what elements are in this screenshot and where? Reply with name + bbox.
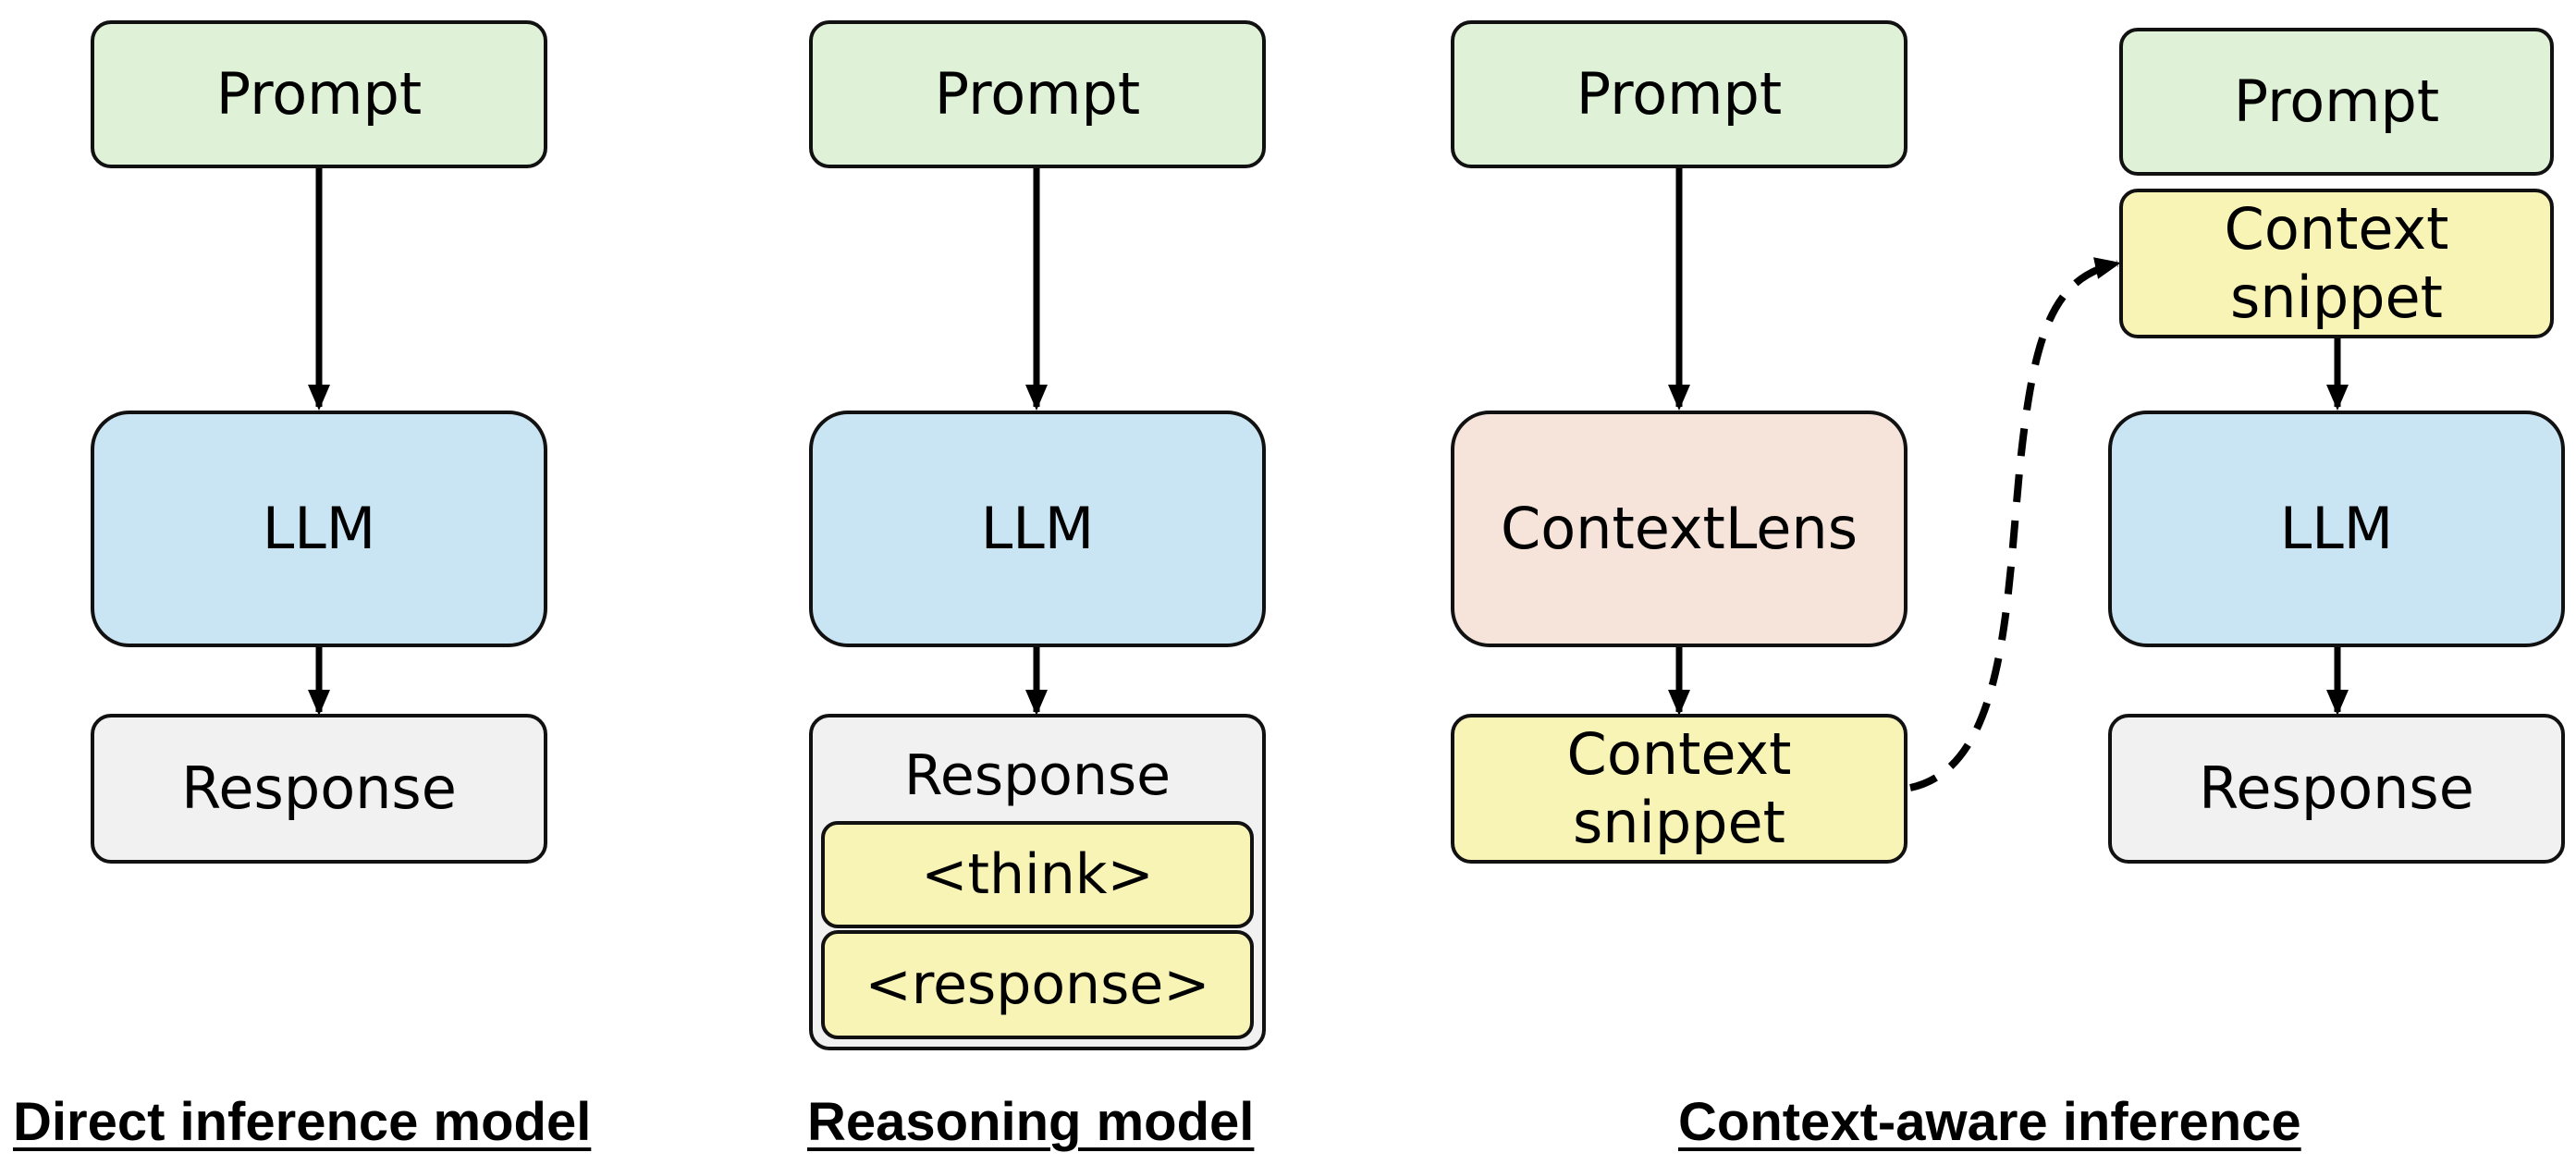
response-tag-box: <response> [821,930,1254,1039]
direct-prompt-label: Prompt [215,59,423,128]
right-context-snippet-line2: snippet [2230,264,2443,331]
context-llm-box: LLM [2108,411,2565,647]
reasoning-response-label: Response [903,743,1171,808]
right-prompt-box: Prompt [2119,28,2554,176]
reasoning-prompt-label: Prompt [934,59,1141,128]
context-aware-title: Context-aware inference [1678,1092,2301,1152]
context-response-label: Response [2199,754,2474,822]
direct-response-box: Response [91,714,547,864]
right-prompt-label: Prompt [2233,67,2440,135]
context-snippet-line2: snippet [1573,789,1785,856]
reasoning-model-title: Reasoning model [807,1092,1255,1152]
context-llm-label: LLM [2279,494,2394,562]
context-snippet-line1: Context [1566,719,1792,788]
right-context-snippet-box: Context snippet [2119,189,2554,338]
direct-llm-label: LLM [262,494,376,562]
response-tag-label: <response> [865,952,1210,1017]
think-tag-box: <think> [821,821,1254,928]
reasoning-llm-box: LLM [809,411,1266,647]
context-prompt-box: Prompt [1451,20,1907,168]
dashed-arrow-snippet-to-right-snippet [1909,257,2121,791]
reasoning-prompt-box: Prompt [809,20,1266,168]
direct-prompt-box: Prompt [91,20,547,168]
think-tag-label: <think> [921,842,1154,907]
direct-llm-box: LLM [91,411,547,647]
reasoning-llm-label: LLM [980,494,1095,562]
direct-response-label: Response [181,754,457,822]
context-response-box: Response [2108,714,2565,864]
context-snippet-box: Context snippet [1451,714,1907,864]
contextlens-box: ContextLens [1451,411,1907,647]
contextlens-label: ContextLens [1500,494,1858,562]
direct-inference-title: Direct inference model [13,1092,592,1152]
right-context-snippet-line1: Context [2224,194,2449,263]
context-prompt-label: Prompt [1576,59,1783,128]
